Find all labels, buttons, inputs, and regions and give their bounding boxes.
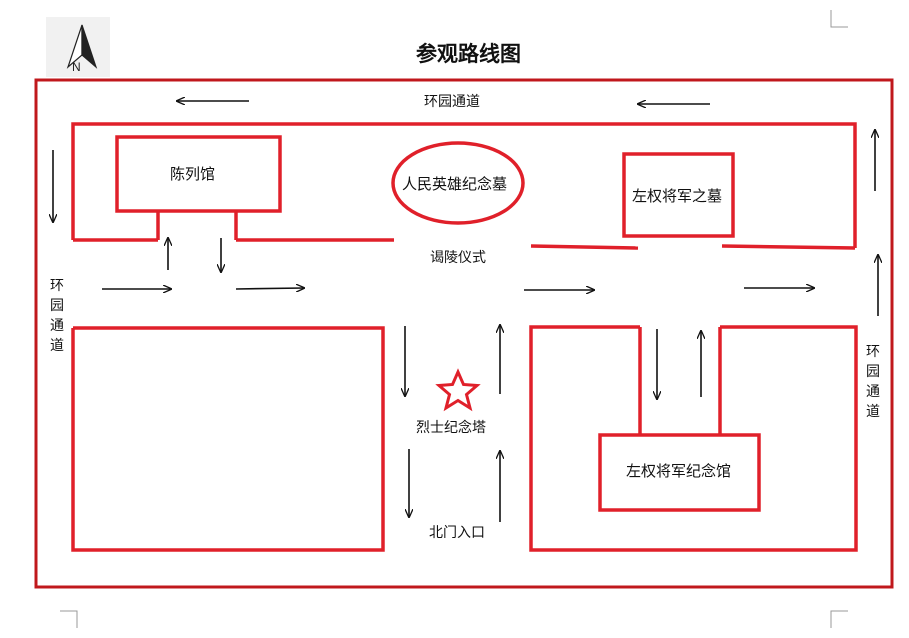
star-icon bbox=[435, 368, 481, 412]
exhibition-hall-label: 陈列馆 bbox=[170, 165, 216, 183]
compass: N bbox=[46, 17, 110, 77]
ceremony-label: 谒陵仪式 bbox=[430, 250, 486, 266]
outer-boundary bbox=[34, 78, 894, 589]
upper-wall bbox=[71, 122, 857, 248]
north-gate-label: 北门入口 bbox=[429, 525, 485, 541]
lower-right-block bbox=[529, 325, 858, 552]
exhibition-hall-box bbox=[115, 135, 282, 213]
left-road-label: 环园通道 bbox=[50, 278, 64, 354]
heroes-tomb-label: 人民英雄纪念墓 bbox=[402, 175, 508, 193]
route-arrows bbox=[53, 101, 878, 522]
page-corner-top-right bbox=[830, 10, 848, 28]
right-road-label: 环园通道 bbox=[866, 344, 880, 420]
page-title: 参观路线图 bbox=[416, 41, 521, 66]
martyrs-tower-label: 烈士纪念塔 bbox=[416, 420, 486, 436]
inner-walls bbox=[71, 122, 858, 552]
memorial-hall-label: 左权将军纪念馆 bbox=[626, 462, 732, 480]
lower-left-block bbox=[71, 326, 385, 552]
general-tomb-box bbox=[622, 152, 735, 238]
page-corner-bottom-right bbox=[830, 610, 848, 628]
page-corner-bottom-left bbox=[60, 610, 78, 628]
north-arrow-icon: N bbox=[66, 24, 98, 74]
compass-letter: N bbox=[72, 60, 81, 74]
general-tomb-label: 左权将军之墓 bbox=[632, 187, 723, 205]
arrow-icon bbox=[235, 288, 304, 289]
top-road-label: 环园通道 bbox=[424, 94, 480, 110]
memorial-hall-box bbox=[598, 433, 761, 512]
heroes-tomb-ellipse bbox=[391, 141, 525, 225]
